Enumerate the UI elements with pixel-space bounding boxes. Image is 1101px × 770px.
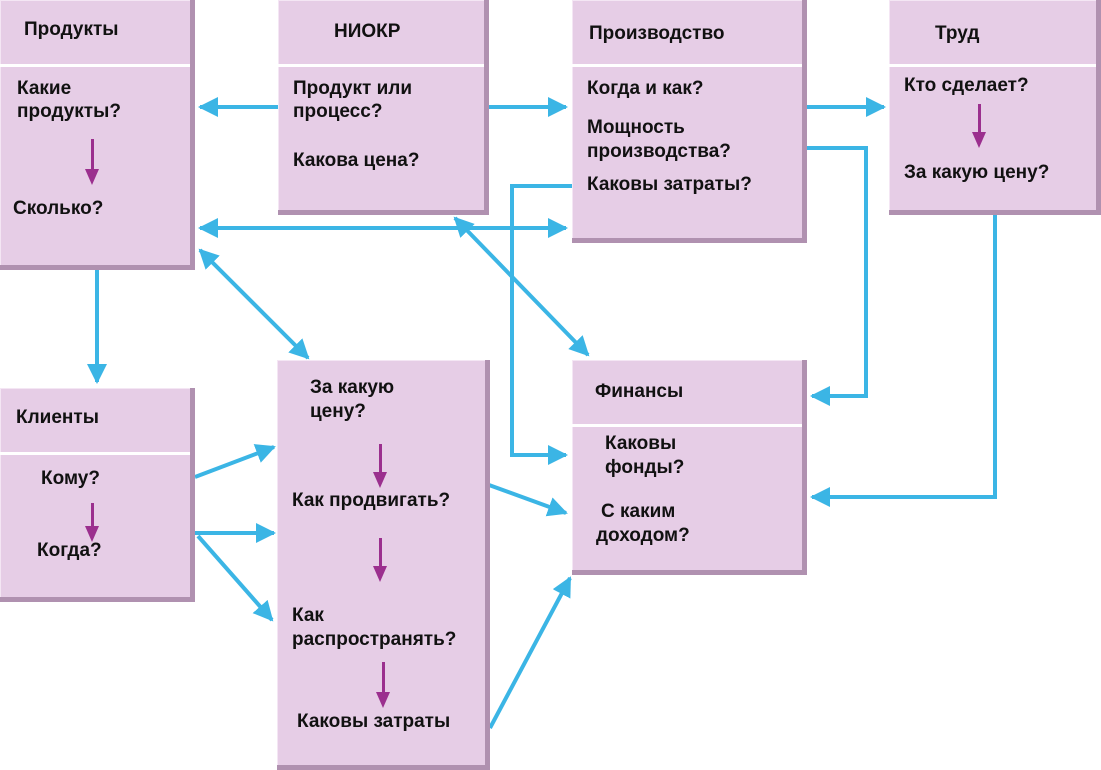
arrow-labor-to-finance (810, 214, 997, 507)
labor-box: Труд Кто сделает? За какую цену? (889, 0, 1101, 215)
marketing-question-price: За какую (310, 377, 395, 398)
production-question-costs: Каковы затраты? (587, 174, 752, 195)
marketing-question-costs: Каковы затраты (297, 711, 451, 732)
labor-question-who: Кто сделает? (904, 75, 1029, 96)
rnd-question-process: процесс? (293, 101, 383, 122)
production-header (572, 0, 802, 67)
production-title: Производство (589, 23, 725, 44)
arrow-production-cost-to-finance (510, 184, 572, 465)
finance-question-income: С каким (601, 501, 676, 522)
marketing-question-distribute-2: распространять? (292, 629, 457, 650)
marketing-question-price-2: цену? (310, 401, 366, 422)
arrow-clients-to-marketing-1 (194, 444, 276, 479)
products-header (0, 0, 190, 67)
rnd-header (278, 0, 484, 67)
products-title: Продукты (24, 19, 119, 40)
rnd-title: НИОКР (334, 21, 401, 42)
arrow-rnd-finance-both (453, 216, 590, 357)
marketing-question-distribute: Как (292, 605, 324, 626)
clients-header (0, 388, 190, 455)
arrow-production-to-finance (806, 146, 868, 406)
rnd-box: НИОКР Продукт или процесс? Какова цена? (278, 0, 489, 215)
clients-title: Клиенты (16, 407, 99, 428)
rnd-question-product-or: Продукт или (293, 78, 413, 99)
finance-question-income-2: доходом? (596, 525, 690, 546)
clients-box: Клиенты Кому? Когда? (0, 388, 195, 602)
products-question-which: Какие (17, 78, 72, 99)
production-question-when-how: Когда и как? (587, 78, 704, 99)
labor-question-price: За какую цену? (904, 162, 1050, 183)
products-question-which-2: продукты? (17, 101, 121, 122)
marketing-box: За какую цену? Как продвигать? Как распр… (277, 360, 490, 770)
finance-question-funds: Каковы (605, 433, 677, 454)
rnd-question-price: Какова цена? (293, 150, 420, 171)
marketing-question-promote: Как продвигать? (292, 490, 451, 511)
finance-box: Финансы Каковы фонды? С каким доходом? (572, 360, 807, 575)
clients-question-when: Когда? (37, 540, 102, 561)
arrow-products-marketing-both (198, 248, 310, 360)
labor-header (889, 0, 1096, 67)
arrow-clients-to-marketing-3 (196, 534, 274, 622)
products-question-how-many: Сколько? (13, 198, 104, 219)
arrow-marketing-to-finance-1 (488, 483, 568, 517)
production-question-capacity: Мощность (587, 117, 685, 138)
products-box: Продукты Какие продукты? Сколько? (0, 0, 195, 270)
clients-question-whom: Кому? (41, 468, 100, 489)
finance-header (572, 360, 802, 427)
labor-title: Труд (935, 23, 980, 44)
finance-question-funds-2: фонды? (605, 457, 685, 478)
production-box: Производство Когда и как? Мощность произ… (572, 0, 807, 243)
finance-title: Финансы (595, 381, 684, 402)
arrow-marketing-to-finance-2 (488, 576, 572, 729)
production-question-capacity-2: производства? (587, 141, 731, 162)
